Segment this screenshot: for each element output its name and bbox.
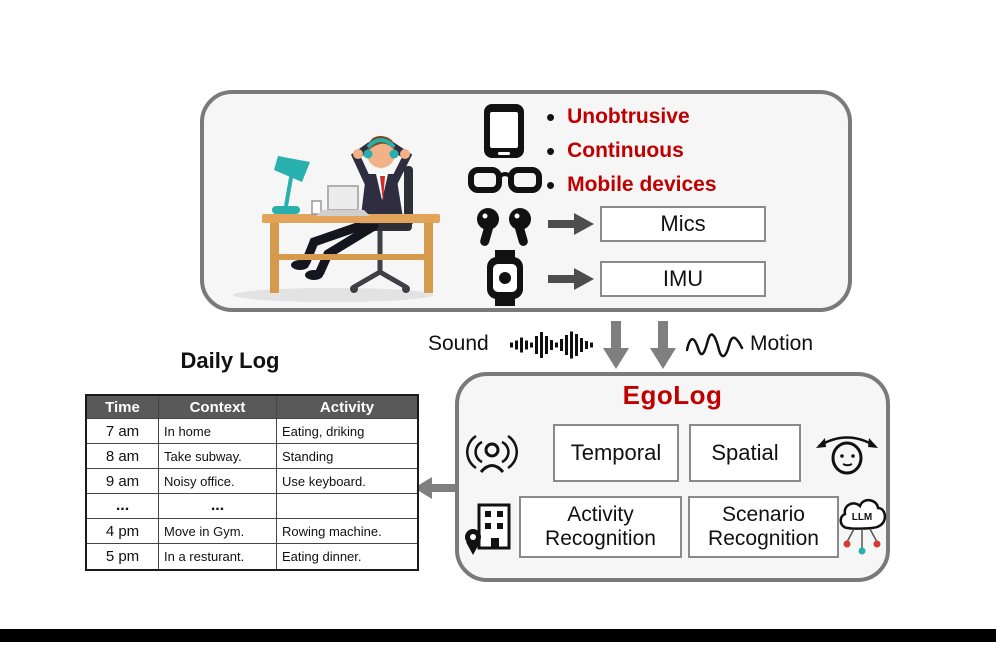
table-cell-time: 7 am <box>87 419 159 444</box>
motion-label: Motion <box>750 332 814 355</box>
activity-recognition-box: Activity Recognition <box>519 496 682 558</box>
table-cell-context: Move in Gym. <box>159 519 277 544</box>
glasses-icon <box>468 164 542 198</box>
table-cell-activity: Rowing machine. <box>277 519 417 544</box>
table-cell-activity: Eating dinner. <box>282 549 362 564</box>
bullet-item: • Continuous <box>546 134 717 168</box>
sound-label: Sound <box>428 332 489 355</box>
motion-wave-icon <box>686 328 744 362</box>
mics-box: Mics <box>600 206 766 242</box>
column-header-context: Context <box>159 396 277 419</box>
bullet-icon: • <box>546 102 556 132</box>
bottom-border-bar <box>0 629 996 642</box>
table-cell-activity: Use keyboard. <box>277 469 417 494</box>
table-cell-time: 8 am <box>87 444 159 469</box>
table-cell-activity <box>277 494 417 519</box>
location-building-icon <box>462 500 518 558</box>
arrow-left-to-daily-log-icon <box>414 477 456 499</box>
column-header-activity: Activity <box>277 396 417 419</box>
head-motion-icon <box>812 430 882 476</box>
sound-waveform-icon <box>510 331 596 359</box>
spatial-module-box: Spatial <box>689 424 801 482</box>
column-header-time: Time <box>87 396 159 419</box>
llm-icon: LLM <box>836 496 888 560</box>
table-cell-time: 9 am <box>87 469 159 494</box>
table-cell-context: Noisy office. <box>159 469 277 494</box>
device-properties-list: • Unobtrusive • Continuous • Mobile devi… <box>546 100 717 202</box>
acoustic-person-icon <box>462 430 522 480</box>
daily-log-title: Daily Log <box>180 348 280 373</box>
arrow-right-to-imu-icon <box>548 268 594 290</box>
table-cell-time: 4 pm <box>87 519 159 544</box>
arrow-right-to-mics-icon <box>548 213 594 235</box>
smartwatch-icon <box>482 250 528 306</box>
phone-icon <box>482 102 526 160</box>
table-cell-time: ... <box>87 494 159 519</box>
daily-log-table: Time Context Activity 7 am In home Eatin… <box>85 394 419 571</box>
bullet-item: • Unobtrusive <box>546 100 717 134</box>
bullet-label: Continuous <box>567 139 684 162</box>
table-cell-context: In home <box>159 419 277 444</box>
imu-box: IMU <box>600 261 766 297</box>
bullet-label: Unobtrusive <box>567 105 690 128</box>
temporal-module-box: Temporal <box>553 424 679 482</box>
table-cell-context: ... <box>159 494 277 519</box>
earbuds-icon <box>472 206 536 250</box>
person-at-desk-illustration <box>226 104 441 304</box>
table-cell-time: 5 pm <box>87 544 159 569</box>
bullet-item: • Mobile devices <box>546 168 717 202</box>
bullet-label: Mobile devices <box>567 173 717 196</box>
egolog-title: EgoLog <box>622 380 723 410</box>
scenario-recognition-box: Scenario Recognition <box>688 496 839 558</box>
table-cell-activity: Standing <box>277 444 417 469</box>
table-cell-context: Take subway. <box>159 444 277 469</box>
table-cell-context: In a resturant. <box>159 544 277 569</box>
table-cell-activity: Eating, driking <box>277 419 417 444</box>
arrow-down-sound-icon <box>603 321 629 369</box>
bullet-icon: • <box>546 170 556 200</box>
bullet-icon: • <box>546 136 556 166</box>
llm-label: LLM <box>852 512 873 523</box>
arrow-down-motion-icon <box>650 321 676 369</box>
